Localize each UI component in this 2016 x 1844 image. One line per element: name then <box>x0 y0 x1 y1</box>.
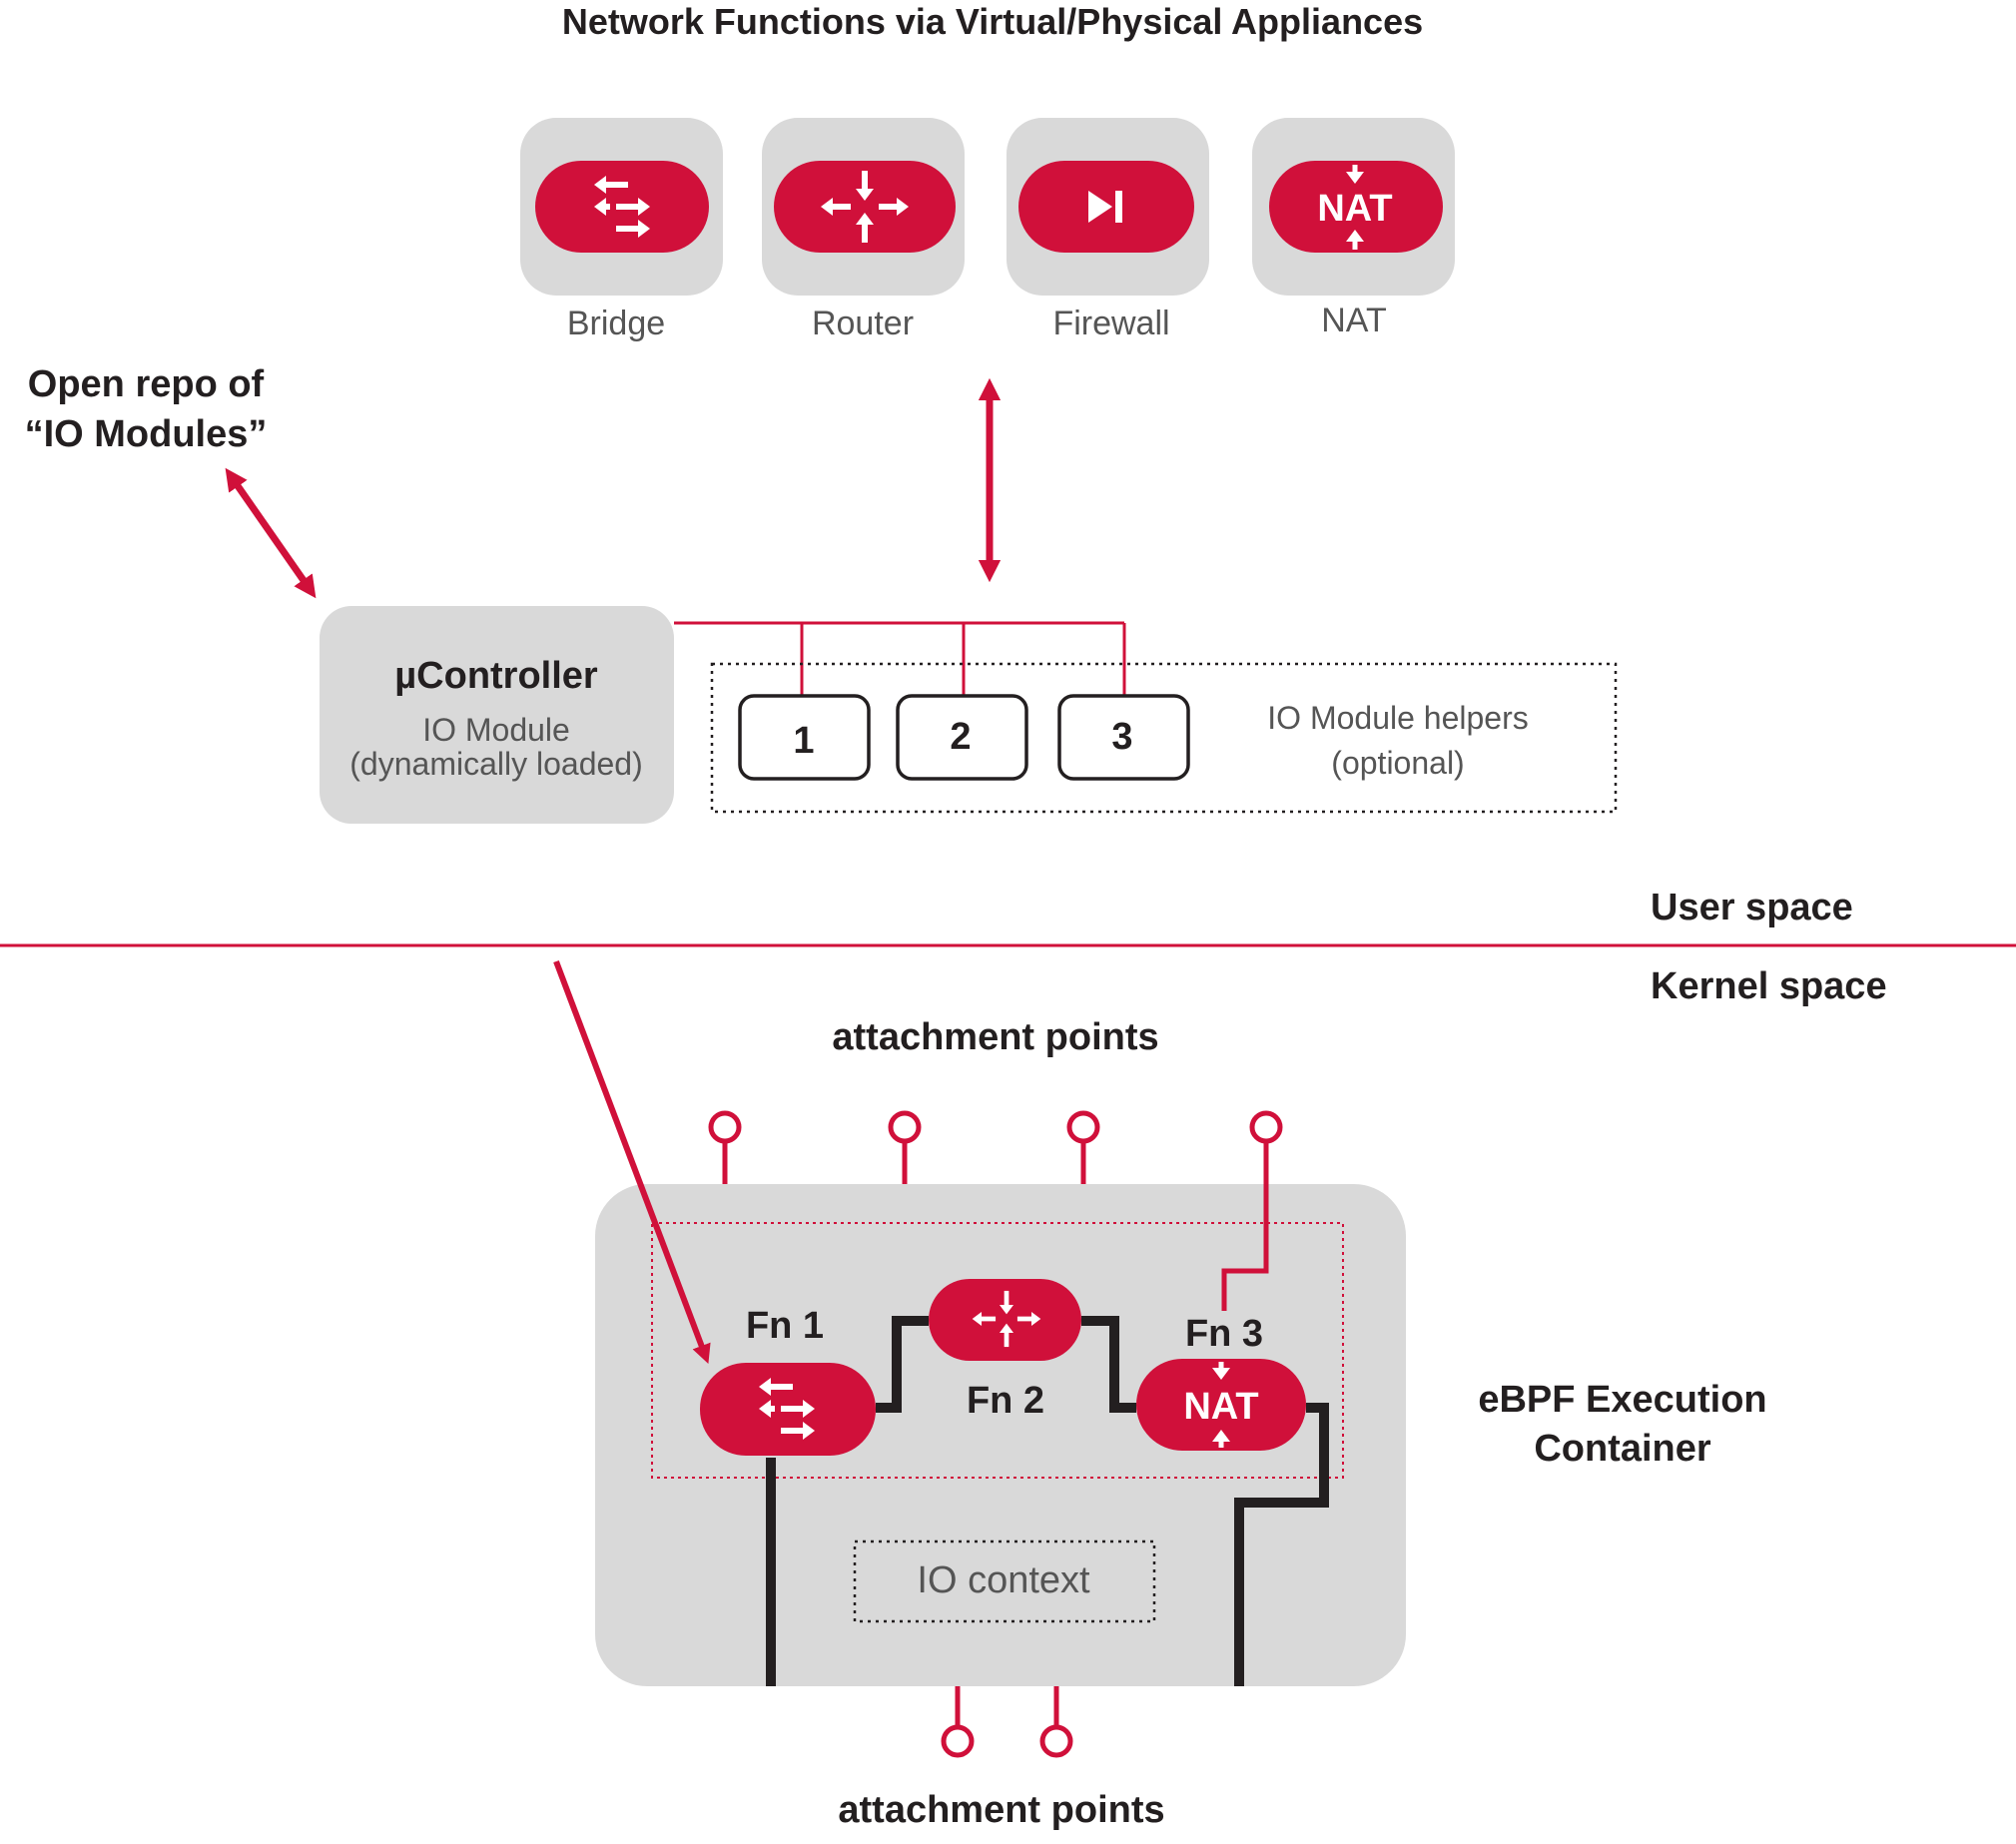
helpers-caption-1: IO Module helpers <box>1267 700 1528 736</box>
helper-box-2 <box>896 694 1028 781</box>
fn2-label: Fn 2 <box>967 1380 1044 1422</box>
user-space-label: User space <box>1651 887 1853 928</box>
controller-box: µController IO Module (dynamically loade… <box>320 606 674 824</box>
io-context: IO context <box>853 1539 1156 1623</box>
helper-label-3: 3 <box>1111 716 1132 758</box>
repo-arrow <box>225 467 317 599</box>
nat-icon: NAT <box>1317 165 1393 250</box>
appliance-nat: NAT NAT <box>1252 118 1455 339</box>
fn3-down-path <box>1234 1403 1329 1686</box>
open-repo-label: Open repo of <box>28 363 265 405</box>
appliance-label-bridge: Bridge <box>567 305 665 342</box>
appliance-label-router: Router <box>812 305 914 342</box>
controller-title: µController <box>394 655 598 697</box>
helper-label-2: 2 <box>950 716 971 758</box>
helper-box-3 <box>1057 694 1190 781</box>
controller-line1: IO Module <box>422 712 570 748</box>
fn3-nat: NAT <box>1136 1359 1306 1451</box>
attachment-points-top-label: attachment points <box>832 1016 1158 1058</box>
appliance-firewall: Firewall <box>1007 118 1209 342</box>
ebpf-container <box>595 1184 1406 1686</box>
svg-text:NAT: NAT <box>1183 1386 1258 1428</box>
appliance-label-firewall: Firewall <box>1052 305 1169 342</box>
fn3-attachment-line <box>1221 1141 1269 1311</box>
container-caption-2: Container <box>1534 1428 1711 1470</box>
attachment-points-bottom <box>941 1686 1073 1758</box>
fn1-label: Fn 1 <box>746 1305 824 1347</box>
open-repo-label-2: “IO Modules” <box>25 413 268 455</box>
helpers-group: 1 2 3 IO Module helpers (optional) <box>710 662 1618 814</box>
helper-connectors <box>674 621 1126 696</box>
diagram-title: Network Functions via Virtual/Physical A… <box>562 1 1423 42</box>
container-caption-1: eBPF Execution <box>1478 1379 1766 1421</box>
helpers-caption-2: (optional) <box>1331 745 1464 781</box>
attachment-points-bottom-label: attachment points <box>838 1789 1164 1831</box>
appliance-router: Router <box>762 118 965 342</box>
helper-label-1: 1 <box>793 720 814 762</box>
functions-box <box>651 1222 1344 1479</box>
chain-path <box>876 1316 1136 1413</box>
svg-text:NAT: NAT <box>1317 188 1392 230</box>
attachment-points-top <box>708 1110 1283 1184</box>
appliance-label-nat: NAT <box>1321 302 1386 339</box>
fn3-nat-icon: NAT <box>1183 1362 1259 1448</box>
controller-to-fn1-arrow <box>553 959 711 1364</box>
fn1-bridge <box>700 1363 876 1456</box>
helper-box-1 <box>738 694 871 781</box>
svg-text:IO context: IO context <box>917 1559 1090 1601</box>
fn2-router <box>929 1279 1081 1361</box>
fn3-label: Fn 3 <box>1185 1313 1263 1355</box>
appliance-bridge: Bridge <box>520 118 723 342</box>
controller-line2: (dynamically loaded) <box>349 746 642 782</box>
kernel-space-label: Kernel space <box>1651 965 1887 1007</box>
